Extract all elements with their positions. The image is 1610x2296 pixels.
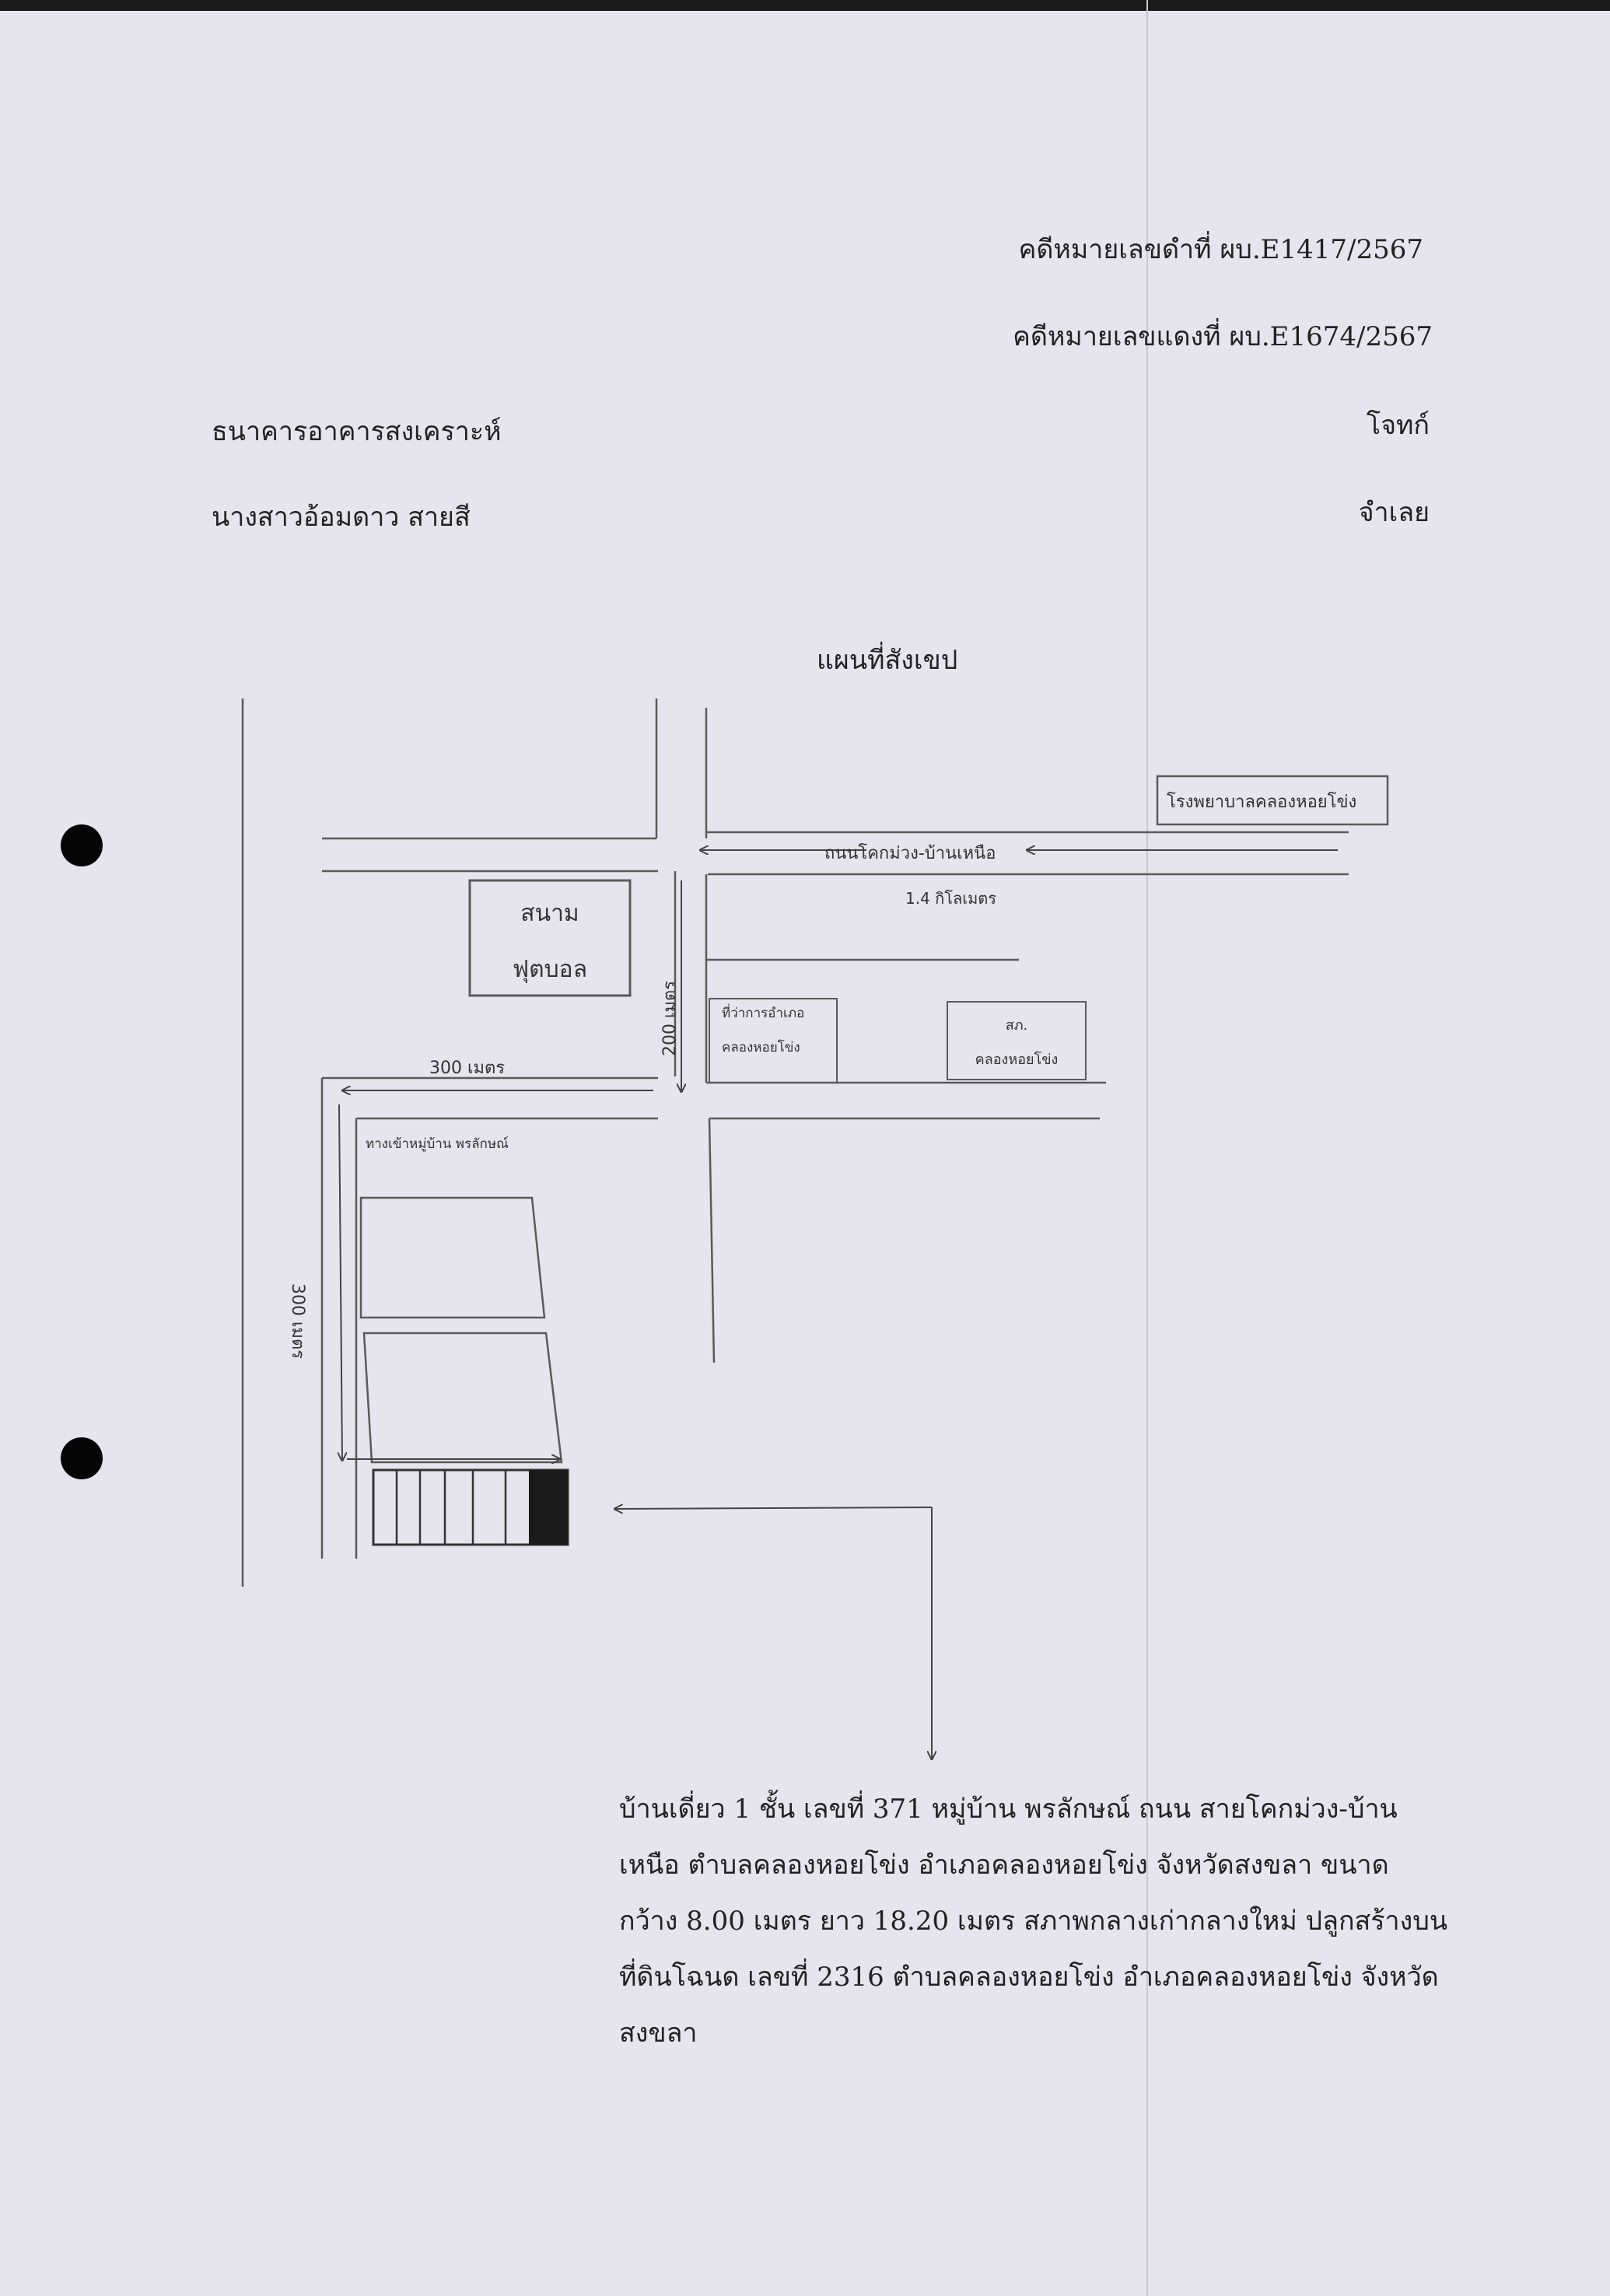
distance-300m-horizontal-label: 300 เมตร <box>429 1059 505 1078</box>
football-field-box <box>468 879 632 997</box>
punch-hole-top <box>61 824 103 866</box>
police-station-box <box>947 1001 1087 1080</box>
side-road-bottom <box>708 1118 716 1363</box>
description-line-5: สงขลา <box>619 2018 698 2049</box>
football-field-label-1: สนาม <box>520 900 579 927</box>
hospital-box <box>1156 775 1389 826</box>
defendant-role: จำเลย <box>1358 497 1430 528</box>
plaintiff-name: ธนาคารอาคารสงเคราะห์ <box>212 416 502 447</box>
description-line-4: ที่ดินโฉนด เลขที่ 2316 ตำบลคลองหอยโข่ง อ… <box>619 1962 1439 1993</box>
defendant-name: นางสาวอ้อมดาว สายสี <box>212 502 471 533</box>
distance-200m-label: 200 เมตร <box>660 981 680 1056</box>
house-block-2 <box>362 1332 563 1464</box>
description-line-1: บ้านเดี่ยว 1 ชั้น เลขที่ 371 หมู่บ้าน พร… <box>619 1794 1398 1825</box>
village-entrance-label: ทางเข้าหมู่บ้าน พรลักษณ์ <box>366 1136 509 1152</box>
distance-1-4km-label: 1.4 กิโลเมตร <box>905 889 996 908</box>
fold-line <box>1146 0 1148 2296</box>
description-line-2: เหนือ ตำบลคลองหอยโข่ง อำเภอคลองหอยโข่ง จ… <box>619 1850 1389 1881</box>
house-block-1 <box>359 1196 546 1319</box>
district-office-label-2: คลองหอยโข่ง <box>722 1039 800 1055</box>
district-office-label-1: ที่ว่าการอำเภอ <box>722 1003 804 1021</box>
police-label-1: สภ. <box>1006 1017 1028 1034</box>
main-road-label: ถนนโคกม่วง-บ้านเหนือ <box>824 843 996 863</box>
district-office-box <box>709 998 838 1083</box>
property-description: บ้านเดี่ยว 1 ชั้น เลขที่ 371 หมู่บ้าน พร… <box>619 1781 1448 2061</box>
distance-300m-vertical-label: 300 เมตร <box>288 1283 307 1359</box>
red-case-number: คดีหมายเลขแดงที่ ผบ.E1674/2567 <box>1013 321 1433 352</box>
description-line-3: กว้าง 8.00 เมตร ยาว 18.20 เมตร สภาพกลางเ… <box>619 1906 1448 1937</box>
target-house <box>529 1470 568 1545</box>
hospital-label: โรงพยาบาลคลองหอยโข่ง <box>1167 792 1356 812</box>
map-title: แผนที่สังเขป <box>817 645 958 676</box>
row-houses <box>372 1468 569 1546</box>
punch-hole-bottom <box>61 1437 103 1479</box>
plaintiff-role: โจทก์ <box>1366 410 1430 441</box>
arrow-300m-v <box>339 1104 342 1461</box>
football-field-label-2: ฟุตบอล <box>513 956 587 984</box>
police-label-2: คลองหอยโข่ง <box>975 1051 1059 1068</box>
scan-top-band <box>0 0 1610 11</box>
black-case-number: คดีหมายเลขดำที่ ผบ.E1417/2567 <box>1018 234 1423 265</box>
pointer-to-target-house <box>614 1507 933 1509</box>
